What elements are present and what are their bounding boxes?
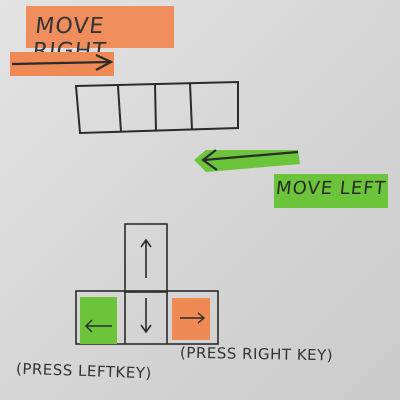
- move-right-label-highlight: MOVE RIGHT: [26, 6, 174, 64]
- right-arrow-icon: [10, 52, 114, 76]
- move-left-label-highlight: MOVE LEFT: [274, 174, 388, 208]
- arrow-keys-diagram: [75, 223, 219, 345]
- press-right-caption: (PRESS RIGHT KEY): [179, 343, 334, 365]
- right-key-icon: [172, 298, 210, 340]
- left-arrow-icon: [194, 149, 300, 172]
- left-key-icon: [80, 297, 117, 344]
- cell-row: [74, 80, 239, 135]
